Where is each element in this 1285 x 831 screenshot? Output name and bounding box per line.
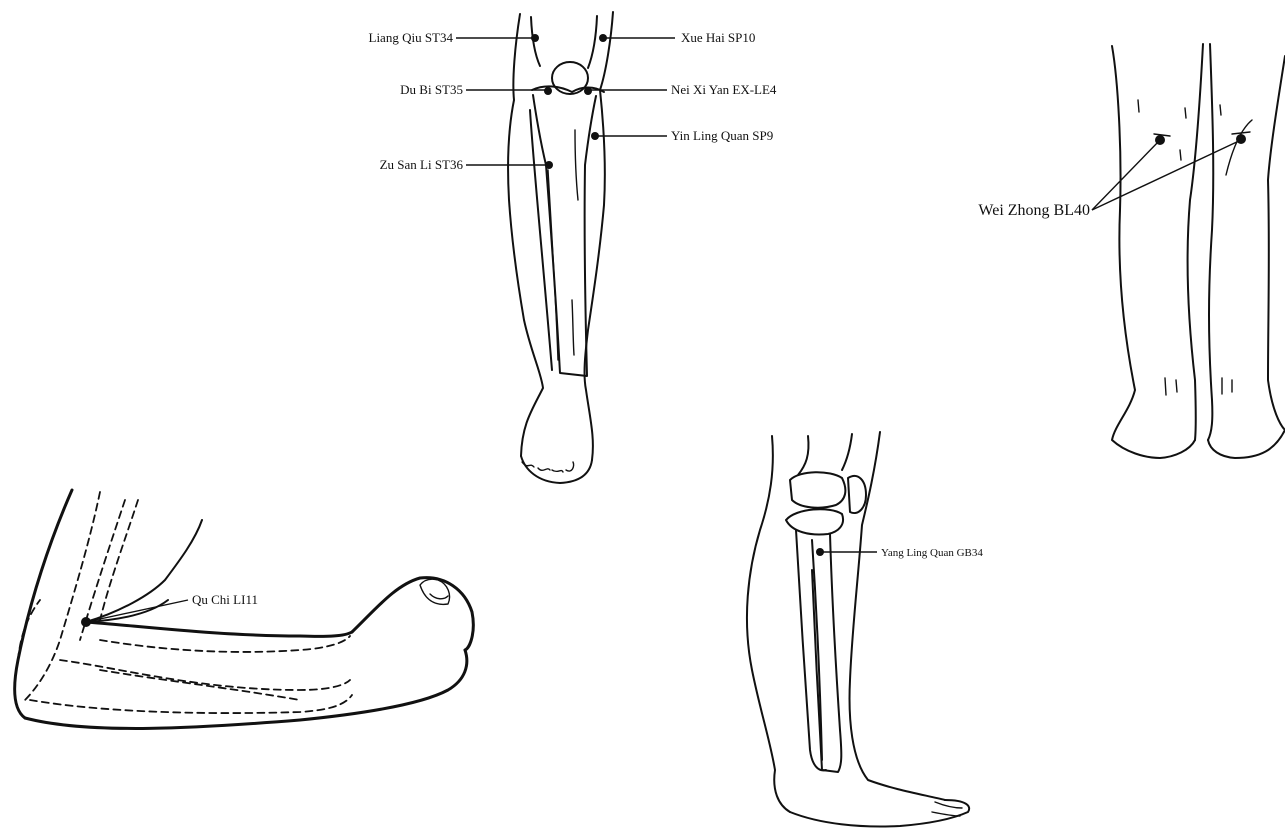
label-yang-ling-quan-gb34: Yang Ling Quan GB34 bbox=[881, 547, 983, 559]
point-marker-st35 bbox=[544, 87, 552, 95]
back-legs-figure bbox=[1112, 44, 1285, 458]
point-marker-bl40-left bbox=[1155, 135, 1165, 145]
label-du-bi-st35: Du Bi ST35 bbox=[400, 82, 463, 97]
front-leg-figure bbox=[508, 12, 613, 483]
point-marker-li11 bbox=[81, 617, 91, 627]
point-marker-gb34 bbox=[816, 548, 824, 556]
label-xue-hai-sp10: Xue Hai SP10 bbox=[681, 30, 755, 45]
back-legs-leaders bbox=[1092, 134, 1246, 210]
label-nei-xi-yan-ex-le4: Nei Xi Yan EX-LE4 bbox=[671, 82, 777, 97]
front-leg-leaders bbox=[456, 34, 675, 169]
point-marker-sp10 bbox=[599, 34, 607, 42]
point-marker-st34 bbox=[531, 34, 539, 42]
label-liang-qiu-st34: Liang Qiu ST34 bbox=[369, 30, 454, 45]
point-marker-sp9 bbox=[591, 132, 599, 140]
side-leg-leaders bbox=[816, 548, 877, 556]
elbow-figure bbox=[15, 490, 474, 728]
label-qu-chi-li11: Qu Chi LI11 bbox=[192, 592, 258, 607]
point-marker-bl40-right bbox=[1236, 134, 1246, 144]
side-leg-figure bbox=[747, 432, 969, 826]
point-marker-ex-le4 bbox=[584, 87, 592, 95]
label-yin-ling-quan-sp9: Yin Ling Quan SP9 bbox=[671, 128, 773, 143]
label-zu-san-li-st36: Zu San Li ST36 bbox=[380, 157, 464, 172]
label-wei-zhong-bl40: Wei Zhong BL40 bbox=[978, 202, 1090, 219]
point-marker-st36 bbox=[545, 161, 553, 169]
